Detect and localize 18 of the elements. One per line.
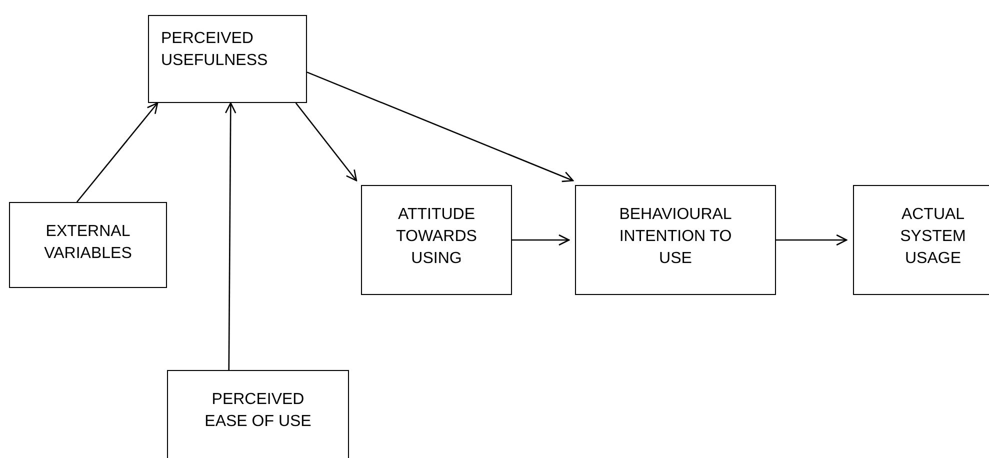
arrow (512, 234, 570, 246)
arrow (776, 234, 848, 246)
arrow (295, 102, 358, 182)
arrow (306, 72, 574, 182)
process-box (575, 185, 776, 295)
process-box (853, 185, 989, 295)
box-label: BEHAVIOURAL INTENTION TO USE (618, 205, 733, 269)
arrow (224, 102, 236, 370)
box-label: PERCEIVED USEFULNESS (161, 29, 269, 71)
box-label: PERCEIVED EASE OF USE (204, 390, 312, 432)
process-box (361, 185, 512, 295)
box-label: EXTERNAL VARIABLES (43, 222, 133, 264)
box-label: ACTUAL SYSTEM USAGE (899, 205, 967, 269)
process-box (148, 15, 307, 103)
process-box (167, 370, 349, 458)
box-label: ATTITUDE TOWARDS USING (395, 205, 478, 269)
process-box (9, 202, 167, 288)
arrow (76, 102, 158, 202)
